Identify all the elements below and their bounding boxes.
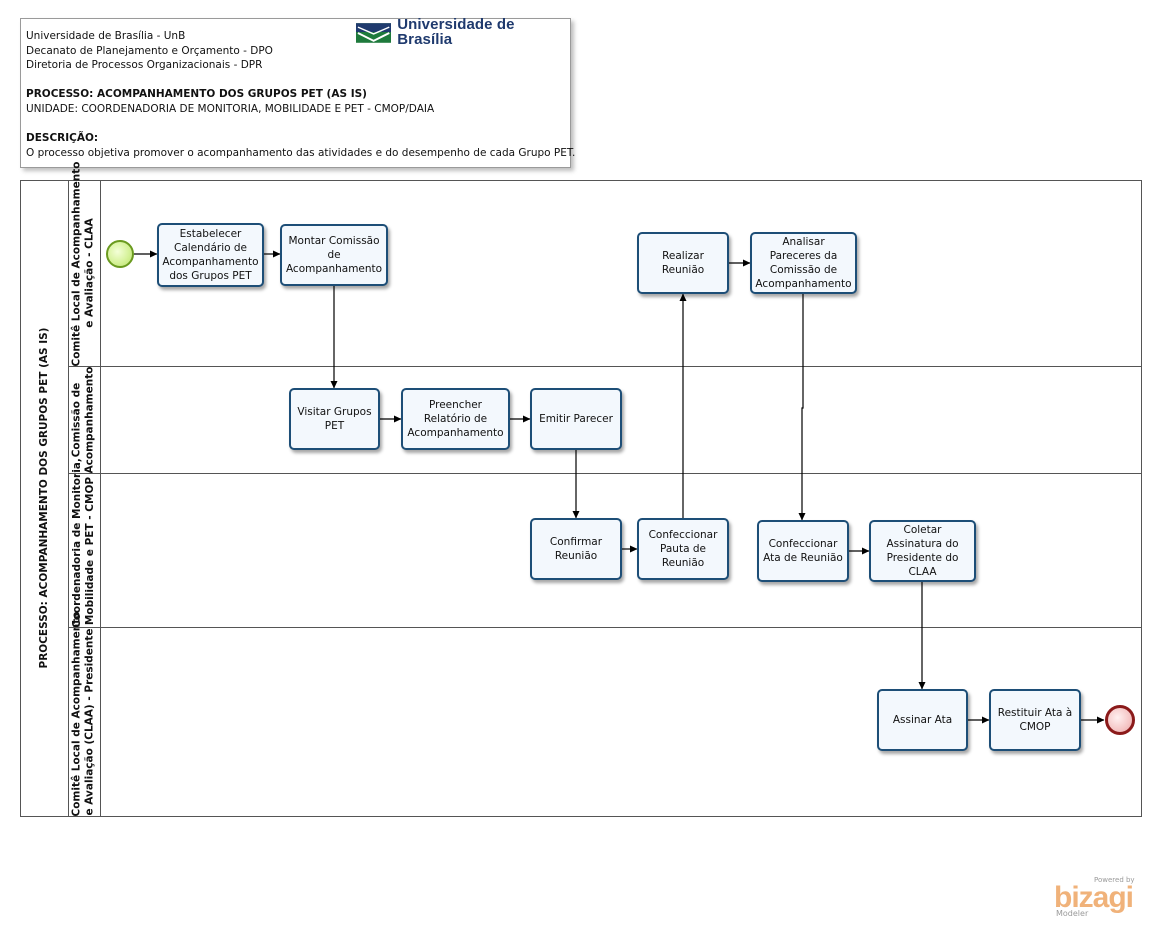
bizagi-logo: Powered by bizagi Modeler <box>1054 873 1144 919</box>
task-assinar-ata[interactable]: Assinar Ata <box>877 689 968 751</box>
process-header-box: Universidade de Brasília - UnB Decanato … <box>20 17 576 168</box>
task-visitar-grupos[interactable]: Visitar Grupos PET <box>289 388 380 450</box>
task-analisar-pareceres[interactable]: Analisar Pareceres da Comissão de Acompa… <box>750 232 857 294</box>
task-restituir-ata[interactable]: Restituir Ata à CMOP <box>989 689 1081 751</box>
bizagi-wordmark: bizagi <box>1054 881 1134 914</box>
bizagi-product: Modeler <box>1056 909 1089 918</box>
end-event[interactable] <box>1105 705 1135 735</box>
header-unit: UNIDADE: COORDENADORIA DE MONITORIA, MOB… <box>26 102 435 115</box>
unb-emblem-icon <box>356 23 392 43</box>
lane-separator <box>69 627 1142 628</box>
header-directorate: Diretoria de Processos Organizacionais -… <box>26 59 263 72</box>
header-institution: Universidade de Brasília - UnB <box>26 30 186 42</box>
lane-separator <box>69 473 1142 474</box>
task-emitir-parecer[interactable]: Emitir Parecer <box>530 388 622 450</box>
logo-text: Universidade de Brasília <box>397 16 515 48</box>
lane-header-claa-presidente: Comitê Local de Acompanhamento e Avaliaç… <box>69 612 101 817</box>
lane-separator <box>69 366 1142 367</box>
header-process: PROCESSO: ACOMPANHAMENTO DOS GRUPOS PET … <box>26 88 367 101</box>
task-montar-comissao[interactable]: Montar Comissão de Acompanhamento <box>280 224 388 286</box>
task-estabelecer-calendario[interactable]: Estabelecer Calendário de Acompanhamento… <box>157 223 264 287</box>
powered-by-text: Powered by <box>1094 876 1135 884</box>
task-confeccionar-pauta[interactable]: Confeccionar Pauta de Reunião <box>637 518 729 580</box>
task-confirmar-reuniao[interactable]: Confirmar Reunião <box>530 518 622 580</box>
header-description-label: DESCRIÇÃO: <box>26 132 99 145</box>
task-confeccionar-ata[interactable]: Confeccionar Ata de Reunião <box>757 520 849 582</box>
flow-t9-to-t10 <box>798 294 806 521</box>
task-coletar-assinatura[interactable]: Coletar Assinatura do Presidente do CLAA <box>869 520 976 582</box>
pool-header: PROCESSO: ACOMPANHAMENTO DOS GRUPOS PET … <box>20 180 69 817</box>
header-dean-office: Decanato de Planejamento e Orçamento - D… <box>26 44 273 57</box>
task-preencher-relatorio[interactable]: Preencher Relatório de Acompanhamento <box>401 388 510 450</box>
start-event[interactable] <box>106 240 134 268</box>
header-description: O processo objetiva promover o acompanha… <box>26 146 576 159</box>
unb-logo: Universidade de Brasília <box>356 17 570 47</box>
task-realizar-reuniao[interactable]: Realizar Reunião <box>637 232 729 294</box>
